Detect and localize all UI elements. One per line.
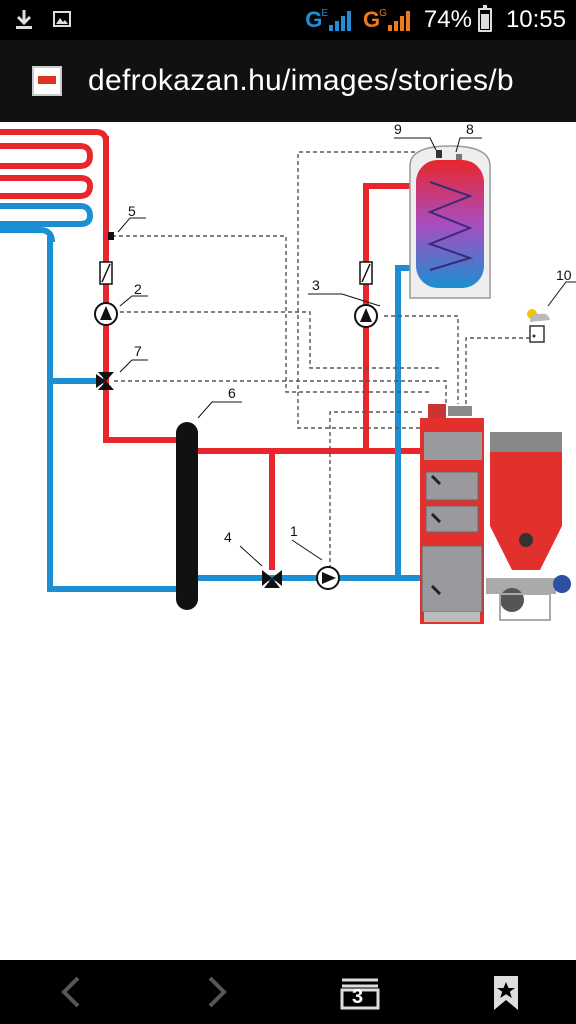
browser-nav-bar: 3 (0, 960, 576, 1024)
browser-url-bar[interactable]: defrokazan.hu/images/stories/b (0, 40, 576, 122)
label-6: 6 (228, 385, 236, 401)
buffer-tank (176, 422, 198, 610)
label-5: 5 (128, 203, 136, 219)
bookmark-icon[interactable] (486, 972, 526, 1012)
control-wires (112, 151, 530, 576)
network-signal-2: G G (363, 8, 410, 31)
weather-sensor-icon (527, 309, 550, 343)
tabs-icon (340, 978, 380, 1010)
label-3: 3 (312, 277, 320, 293)
signal-bars-icon (328, 9, 351, 31)
callout-labels: 5 2 3 7 6 4 1 9 8 10 (128, 122, 572, 545)
network-signal-1: G E (305, 8, 351, 31)
image-icon (53, 11, 71, 27)
cold-return-pipes (47, 236, 420, 592)
label-10: 10 (556, 267, 572, 283)
floor-heating-coil (0, 129, 109, 243)
forward-icon[interactable] (196, 972, 236, 1012)
clock: 10:55 (505, 6, 566, 33)
hot-supply-pipes (103, 136, 420, 570)
pump-2 (94, 302, 118, 326)
site-favicon-icon (32, 66, 62, 96)
hot-water-cylinder (409, 145, 491, 299)
sensor-5 (108, 232, 114, 240)
heating-schematic: 5 2 3 7 6 4 1 9 8 10 (0, 122, 576, 624)
check-valve-right (359, 261, 373, 285)
boiler (420, 404, 484, 624)
mixing-valve-7 (96, 372, 114, 390)
label-7: 7 (134, 343, 142, 359)
label-8: 8 (466, 122, 474, 137)
status-bar: G E G G 74% 10:55 (0, 0, 576, 40)
label-2: 2 (134, 281, 142, 297)
label-9: 9 (394, 122, 402, 137)
pump-1 (316, 566, 340, 590)
valve-4 (262, 570, 282, 588)
pump-3 (354, 304, 378, 328)
label-4: 4 (224, 529, 232, 545)
check-valve-left (99, 261, 113, 285)
download-icon (16, 10, 32, 29)
signal-bars-icon (387, 9, 410, 31)
battery-percent: 74% (423, 6, 472, 33)
back-icon[interactable] (52, 972, 92, 1012)
callout-lines (117, 137, 576, 567)
battery-icon (477, 5, 492, 32)
label-1: 1 (290, 523, 298, 539)
pellet-hopper (486, 432, 571, 621)
tabs-button[interactable]: 3 (340, 972, 380, 1012)
url-text[interactable]: defrokazan.hu/images/stories/b (88, 64, 514, 97)
tab-count: 3 (352, 986, 364, 1008)
